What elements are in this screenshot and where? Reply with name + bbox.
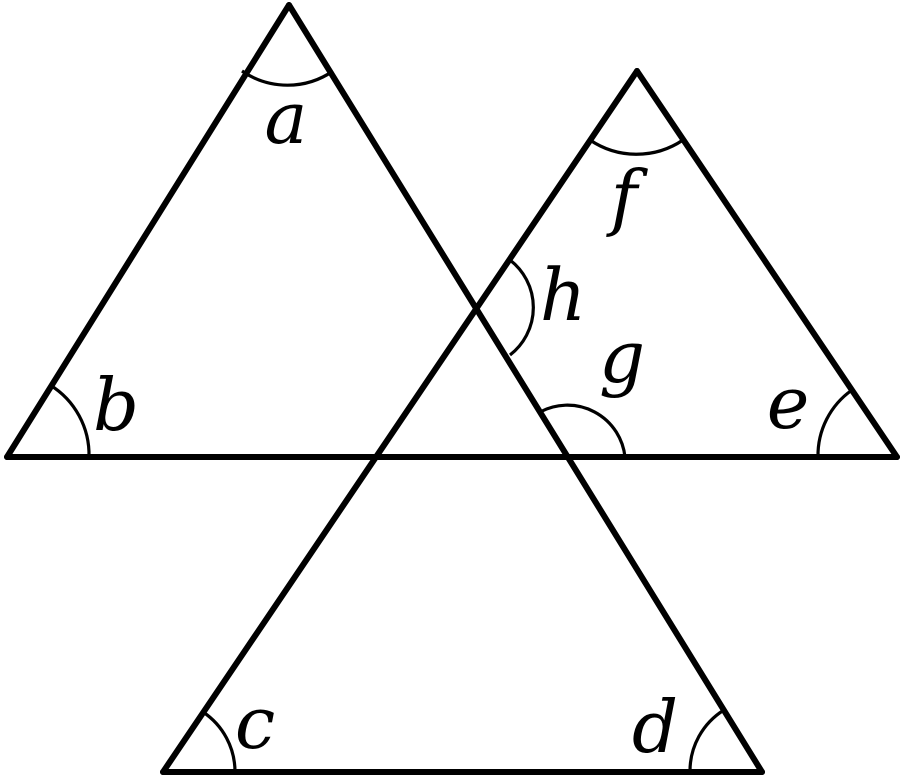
angle-label-a: a bbox=[265, 76, 308, 160]
angle-label-b: b bbox=[93, 363, 139, 447]
angle-label-f: f bbox=[606, 155, 649, 239]
angle-label-h: h bbox=[540, 253, 586, 337]
angle-label-c: c bbox=[235, 681, 275, 765]
long-descending-line bbox=[286, 2, 765, 775]
angle-labels: a b c d e f g h bbox=[93, 76, 809, 769]
left-triangle-left-side bbox=[4, 2, 292, 460]
angle-arc-e bbox=[816, 388, 853, 458]
angle-arc-f bbox=[589, 138, 684, 156]
long-ascending-line bbox=[160, 68, 640, 775]
right-triangle-right-side bbox=[634, 68, 900, 460]
angle-arc-c bbox=[202, 710, 237, 773]
edges bbox=[4, 2, 900, 775]
angle-label-d: d bbox=[632, 685, 678, 769]
angle-arcs bbox=[49, 69, 853, 773]
angle-label-g: g bbox=[599, 315, 645, 399]
angle-arc-b bbox=[49, 383, 91, 458]
angle-arc-a bbox=[241, 69, 334, 87]
angle-arc-g bbox=[539, 403, 627, 458]
angle-label-e: e bbox=[767, 361, 810, 445]
angle-arc-d bbox=[688, 708, 725, 773]
angle-arc-h bbox=[509, 258, 535, 357]
